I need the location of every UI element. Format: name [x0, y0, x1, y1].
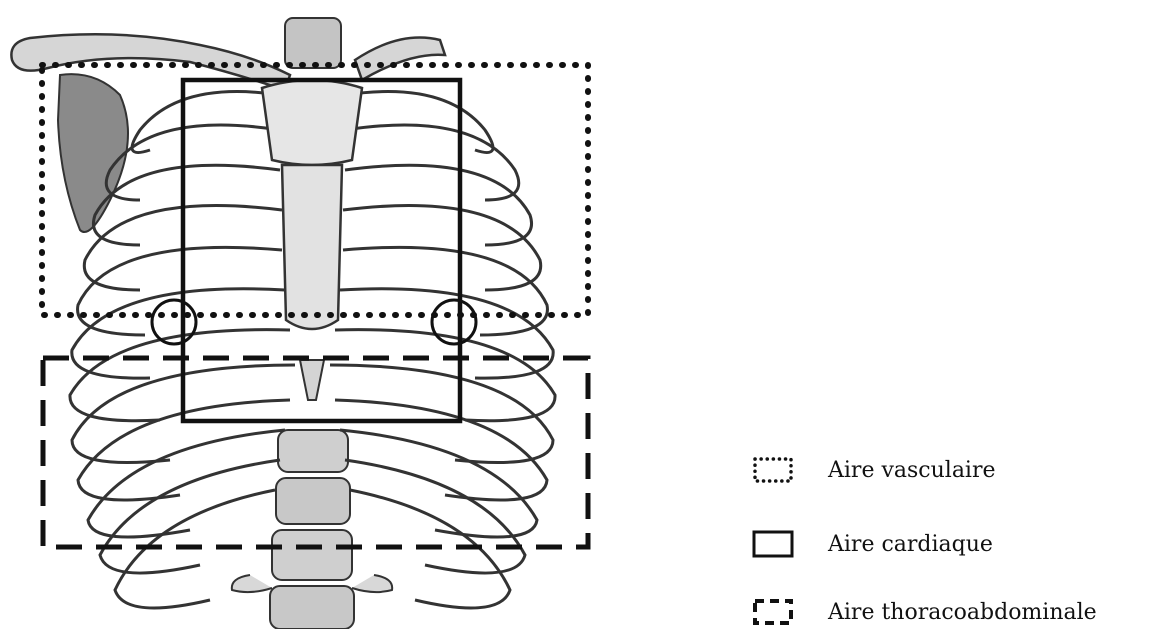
legend-label-vascular: Aire vasculaire [828, 458, 996, 483]
legend-label-cardiac: Aire cardiaque [828, 532, 993, 557]
dotted-box-icon [752, 456, 794, 484]
legend-item-cardiac: Aire cardiaque [752, 530, 993, 558]
solid-box-icon [752, 530, 794, 558]
rib-cage-diagram [0, 0, 720, 629]
legend-item-thoracoabdominal: Aire thoracoabdominale [752, 598, 1097, 626]
dashed-box-icon [752, 598, 794, 626]
legend-label-thoracoabdominal: Aire thoracoabdominale [828, 600, 1097, 625]
legend-item-vascular: Aire vasculaire [752, 456, 996, 484]
ribs-right [330, 92, 555, 608]
anatomy-illustration [11, 18, 555, 629]
sternum [262, 80, 362, 400]
